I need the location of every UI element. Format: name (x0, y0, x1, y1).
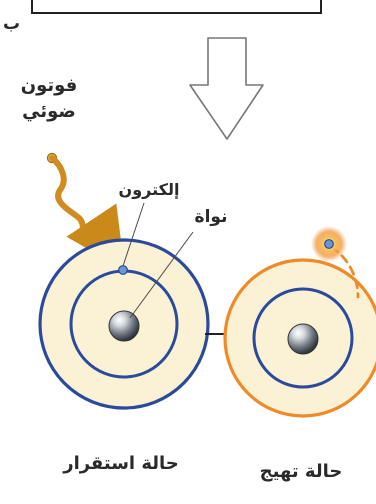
ground-state-label: حالة استقرار (58, 453, 184, 474)
down-arrow (190, 38, 263, 139)
photon-label-line1: فوتون (18, 75, 80, 96)
electron-label: إلكترون (114, 180, 184, 199)
nucleus-label: نواة (188, 207, 234, 227)
excited-nucleus (288, 324, 318, 354)
ground-state-atom (40, 203, 208, 408)
excited-electron (325, 240, 334, 249)
photon-wave (52, 158, 111, 248)
panel-letter: ب (3, 14, 23, 34)
top-panel-border (32, 0, 321, 13)
ground-electron (119, 266, 128, 275)
ground-nucleus (109, 311, 139, 341)
photon-label-line2: ضوئي (18, 101, 80, 122)
excited-state-atom (225, 226, 376, 416)
excited-state-label: حالة تهيج (246, 461, 356, 482)
